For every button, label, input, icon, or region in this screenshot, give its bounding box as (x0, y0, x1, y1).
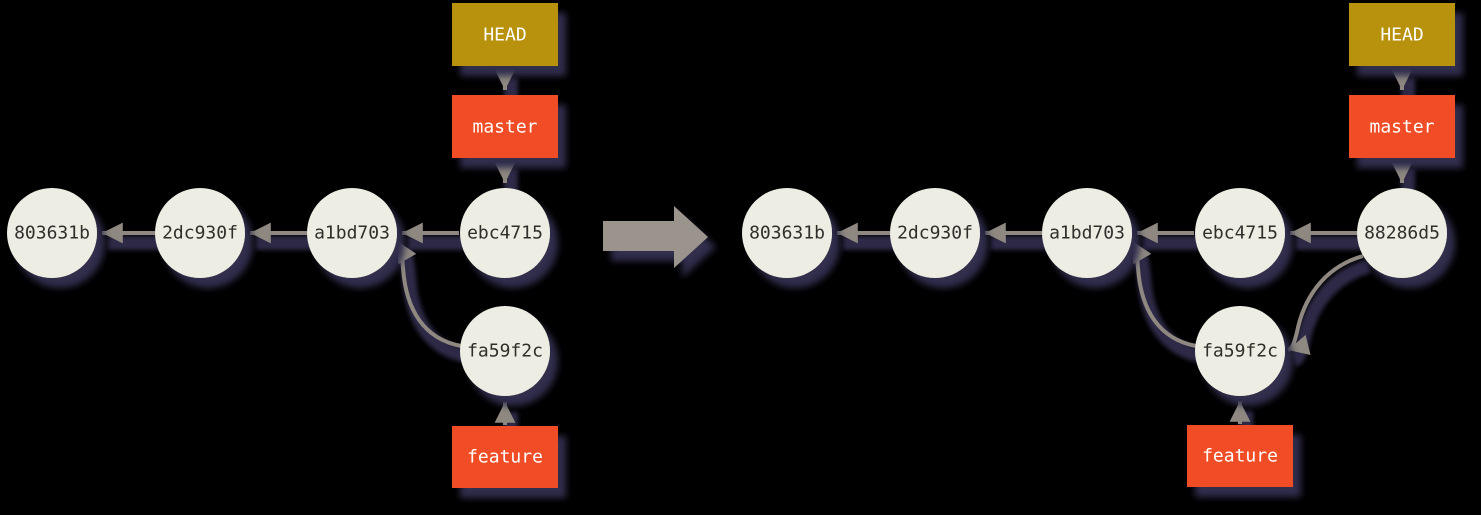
commit-circle (307, 188, 397, 278)
commit-id: 803631b (14, 223, 90, 244)
commit-id: ebc4715 (1202, 223, 1278, 244)
transition-arrow (603, 206, 708, 268)
edges (102, 68, 516, 425)
commit-node-fa59f2c: fa59f2c (460, 306, 550, 396)
commit-circle (460, 188, 550, 278)
commit-id: 803631b (749, 223, 825, 244)
master-box (452, 95, 558, 158)
edge-fa59f2c-a1bd703 (1130, 240, 1197, 348)
commit-node-803631b: 803631b (7, 188, 97, 278)
commit-circle (155, 188, 245, 278)
master-box (1349, 95, 1455, 158)
after-panel: 803631b 2dc930f a1bd703 ebc4715 88286d5 … (742, 3, 1455, 487)
head-box (452, 3, 558, 66)
master-label: master (1349, 95, 1455, 158)
commit-id: 2dc930f (162, 223, 238, 244)
commit-node-ebc4715: ebc4715 (460, 188, 550, 278)
commit-circle (460, 306, 550, 396)
commit-circle (7, 188, 97, 278)
head-text: HEAD (1380, 25, 1423, 46)
before-panel: 803631b 2dc930f a1bd703 ebc4715 fa59f2c … (7, 3, 558, 488)
commit-id: a1bd703 (314, 223, 390, 244)
commit-id: fa59f2c (1202, 341, 1278, 362)
commit-circle (1042, 188, 1132, 278)
commit-circle (1357, 188, 1447, 278)
commit-circle (890, 188, 980, 278)
commit-node-a1bd703: a1bd703 (1042, 188, 1132, 278)
head-box (1349, 3, 1455, 66)
right-arrow-icon (603, 206, 708, 268)
commit-id: 2dc930f (897, 223, 973, 244)
commit-node-fa59f2c: fa59f2c (1195, 306, 1285, 396)
commit-circle (742, 188, 832, 278)
edge-fa59f2c-a1bd703 (395, 240, 462, 348)
commit-id: 88286d5 (1364, 223, 1440, 244)
commit-id: ebc4715 (467, 223, 543, 244)
feature-text: feature (467, 447, 543, 468)
feature-label: feature (452, 426, 558, 488)
head-label: HEAD (1349, 3, 1455, 66)
commit-id: a1bd703 (1049, 223, 1125, 244)
head-text: HEAD (483, 25, 526, 46)
commit-circle (1195, 306, 1285, 396)
edges (837, 68, 1413, 424)
commit-node-2dc930f: 2dc930f (890, 188, 980, 278)
feature-text: feature (1202, 446, 1278, 467)
commit-node-803631b: 803631b (742, 188, 832, 278)
commit-node-2dc930f: 2dc930f (155, 188, 245, 278)
master-text: master (1369, 117, 1434, 138)
feature-label: feature (1187, 425, 1293, 487)
commit-circle (1195, 188, 1285, 278)
feature-box (1187, 425, 1293, 487)
commit-id: fa59f2c (467, 341, 543, 362)
feature-box (452, 426, 558, 488)
head-label: HEAD (452, 3, 558, 66)
master-text: master (472, 117, 537, 138)
master-label: master (452, 95, 558, 158)
commit-node-ebc4715: ebc4715 (1195, 188, 1285, 278)
commit-node-a1bd703: a1bd703 (307, 188, 397, 278)
commit-node-88286d5: 88286d5 (1357, 188, 1447, 278)
edge-88286d5-fa59f2c (1287, 254, 1364, 356)
